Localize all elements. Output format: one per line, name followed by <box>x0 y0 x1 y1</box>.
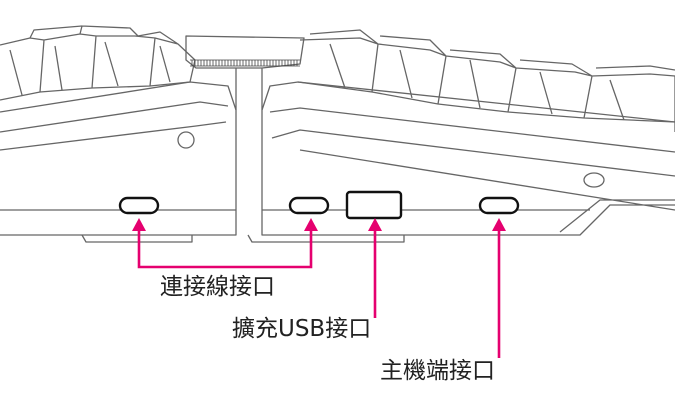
left-knob <box>177 131 195 149</box>
left-link-port <box>118 196 160 215</box>
right-keyboard-half <box>247 29 675 243</box>
left-case-body <box>0 81 237 236</box>
right-keycaps <box>297 29 675 123</box>
usb-expansion-port-label: 擴充USB接口 <box>232 316 372 342</box>
host-port <box>478 196 520 215</box>
arrowhead-right-link <box>304 218 318 231</box>
callouts <box>137 228 501 358</box>
ports <box>118 190 520 220</box>
left-foot <box>81 234 193 243</box>
hinge-teeth <box>190 59 300 67</box>
right-case-body <box>261 81 675 236</box>
usb-a-port <box>345 190 403 220</box>
arrowhead-host <box>492 218 506 231</box>
right-knob <box>583 172 605 188</box>
left-keycaps <box>0 25 196 101</box>
arrowhead-left-link <box>132 218 146 231</box>
callout-arrowheads <box>132 218 506 231</box>
right-foot <box>247 234 405 243</box>
center-block <box>185 35 305 110</box>
right-link-port <box>288 196 330 215</box>
arrowhead-usb <box>368 218 382 231</box>
link-port-callout <box>137 228 313 269</box>
link-port-label: 連接線接口 <box>160 274 275 300</box>
host-port-label: 主機端接口 <box>380 358 495 384</box>
